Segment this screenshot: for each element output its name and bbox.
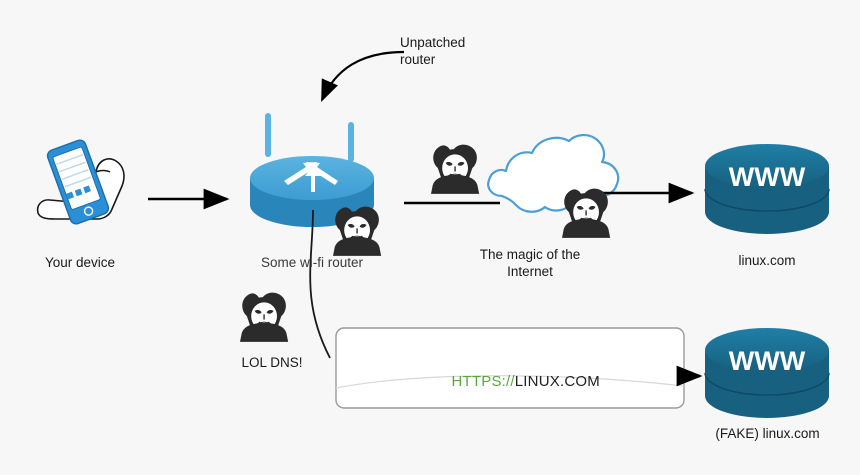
label-your-device: Your device [44,255,116,270]
url-host-text: LINUX.COM [514,373,600,390]
unpatched-router-pointer-arrow [320,50,405,103]
database-server-icon-fake: WWW [704,328,830,418]
label-unpatched-router: Unpatched router [400,35,466,67]
hacker-icon-router [333,206,382,256]
smartphone-in-hand-icon [36,139,125,225]
hacker-icon-cloud-right [562,188,611,238]
url-scheme-text: HTTPS:// [451,373,515,390]
label-fake-linux-com: (FAKE) linux.com [715,426,820,441]
hacker-icon-dns [240,292,289,342]
label-linux-com: linux.com [738,253,796,268]
line-router-to-browser [309,209,331,359]
label-lol-dns: LOL DNS! [241,355,303,370]
hacker-icon-cloud-left [431,144,480,194]
database-server-icon-real: WWW [704,144,830,234]
label-some-wifi-router: Some wi-fi router [260,255,364,270]
label-internet: The magic of the Internet [479,247,581,279]
browser-url-bar[interactable]: HTTPS://LINUX.COM [434,356,600,407]
server-fake-text: WWW [729,346,806,376]
server-real-text: WWW [729,162,806,192]
wifi-router-icon [250,113,374,227]
